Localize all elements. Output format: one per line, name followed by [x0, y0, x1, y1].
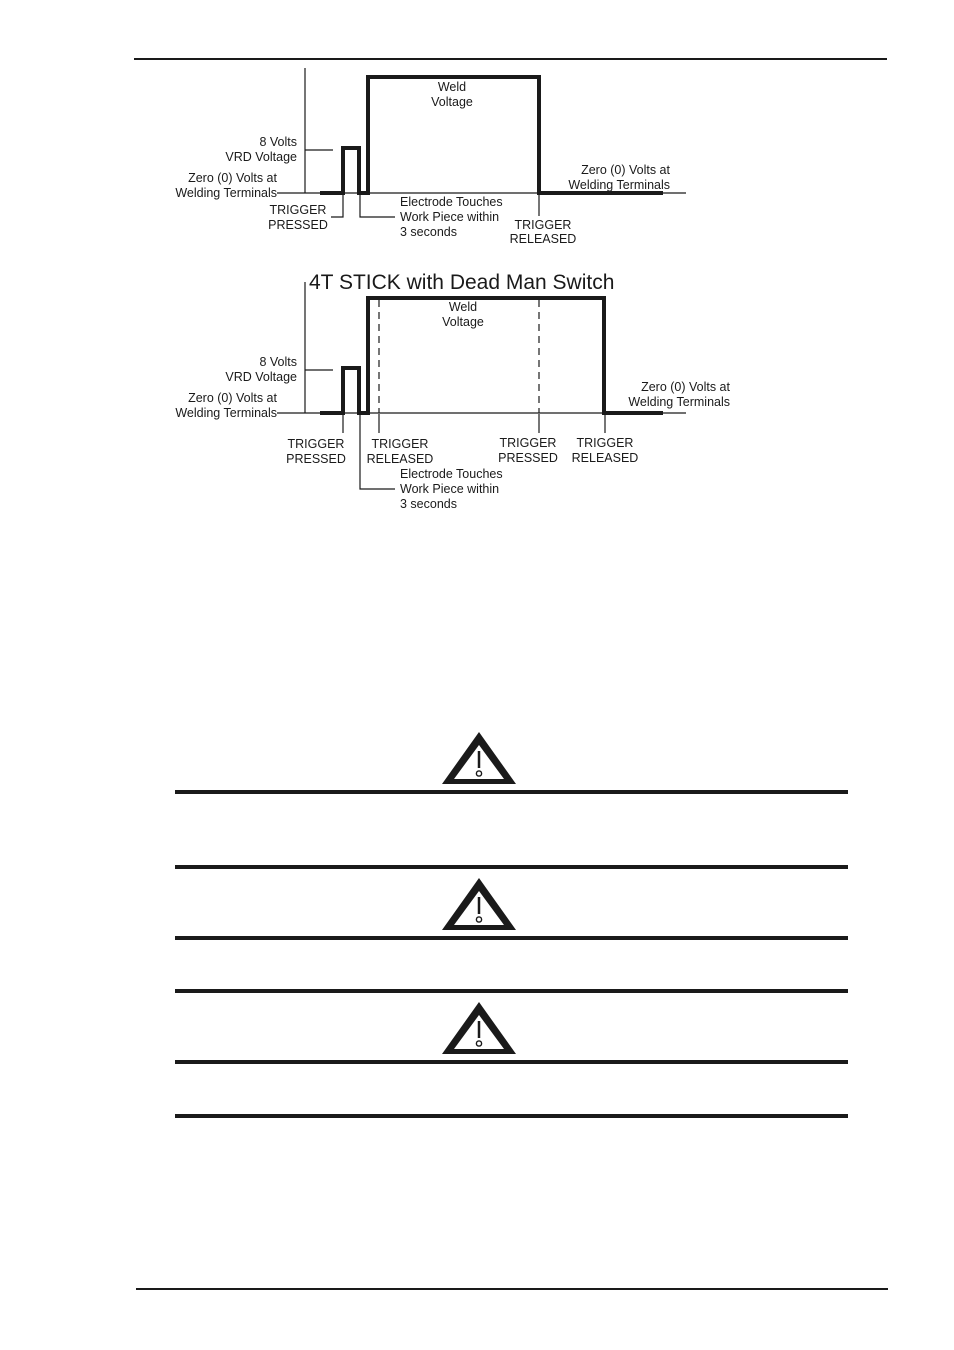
warning-3-top-rule: [175, 1060, 848, 1064]
bottom-electrode-line3: 3 seconds: [400, 497, 457, 511]
top-trigger-pressed-line1: TRIGGER: [270, 203, 327, 217]
top-electrode-line2: Work Piece within: [400, 210, 499, 224]
warning-2-top-rule: [175, 936, 848, 940]
bottom-zero-right-line2: Welding Terminals: [628, 395, 730, 409]
bottom-diagram-title: 4T STICK with Dead Man Switch: [309, 271, 614, 294]
top-trigger-released-line2: RELEASED: [510, 232, 577, 246]
top-zero-right-line1: Zero (0) Volts at: [581, 163, 670, 177]
bottom-trigger-pressed-2-line1: TRIGGER: [500, 436, 557, 450]
bottom-weld-voltage-line2: Voltage: [442, 315, 484, 329]
top-voltage-waveform: [320, 75, 663, 195]
warning-1-bottom-rule: [175, 865, 848, 869]
top-zero-left-line1: Zero (0) Volts at: [188, 171, 277, 185]
top-electrode-leader: [359, 195, 395, 218]
bottom-trigger-pressed-2-line2: PRESSED: [498, 451, 558, 465]
top-vrd-label-line1: 8 Volts: [259, 135, 297, 149]
bottom-electrode-leader: [359, 415, 395, 490]
bottom-electrode-line2: Work Piece within: [400, 482, 499, 496]
warning-1-top-rule: [175, 790, 848, 794]
bottom-electrode-line1: Electrode Touches: [400, 467, 503, 481]
bottom-trigger-released-1-line2: RELEASED: [367, 452, 434, 466]
bottom-trigger-released-1-line1: TRIGGER: [372, 437, 429, 451]
top-electrode-line1: Electrode Touches: [400, 195, 503, 209]
warning-2-bottom-rule: [175, 989, 848, 993]
warning-triangle-icon: [442, 732, 516, 784]
top-weld-voltage-line2: Voltage: [431, 95, 473, 109]
top-zero-right-line2: Welding Terminals: [568, 178, 670, 192]
bottom-trigger-released-2-line1: TRIGGER: [577, 436, 634, 450]
bottom-voltage-waveform: [320, 296, 663, 415]
top-vrd-label-line2: VRD Voltage: [225, 150, 297, 164]
top-weld-voltage-line1: Weld: [438, 80, 466, 94]
bottom-vrd-label-line1: 8 Volts: [259, 355, 297, 369]
bottom-trigger-pressed-1-line2: PRESSED: [286, 452, 346, 466]
top-zero-left-line2: Welding Terminals: [175, 186, 277, 200]
top-electrode-line3: 3 seconds: [400, 225, 457, 239]
bottom-zero-right-line1: Zero (0) Volts at: [641, 380, 730, 394]
footer-rule: [136, 1288, 888, 1290]
warning-3-bottom-rule: [175, 1114, 848, 1118]
top-trigger-pressed-line2: PRESSED: [268, 218, 328, 232]
top-trigger-released-line1: TRIGGER: [515, 218, 572, 232]
warning-triangle-icon: [442, 1002, 516, 1054]
bottom-weld-voltage-line1: Weld: [449, 300, 477, 314]
bottom-trigger-pressed-1-line1: TRIGGER: [288, 437, 345, 451]
bottom-trigger-released-2-line2: RELEASED: [572, 451, 639, 465]
header-rule: [134, 58, 887, 60]
bottom-vrd-label-line2: VRD Voltage: [225, 370, 297, 384]
bottom-zero-left-line2: Welding Terminals: [175, 406, 277, 420]
top-trigger-pressed-leader: [331, 193, 344, 218]
warning-triangle-icon: [442, 878, 516, 930]
bottom-zero-left-line1: Zero (0) Volts at: [188, 391, 277, 405]
